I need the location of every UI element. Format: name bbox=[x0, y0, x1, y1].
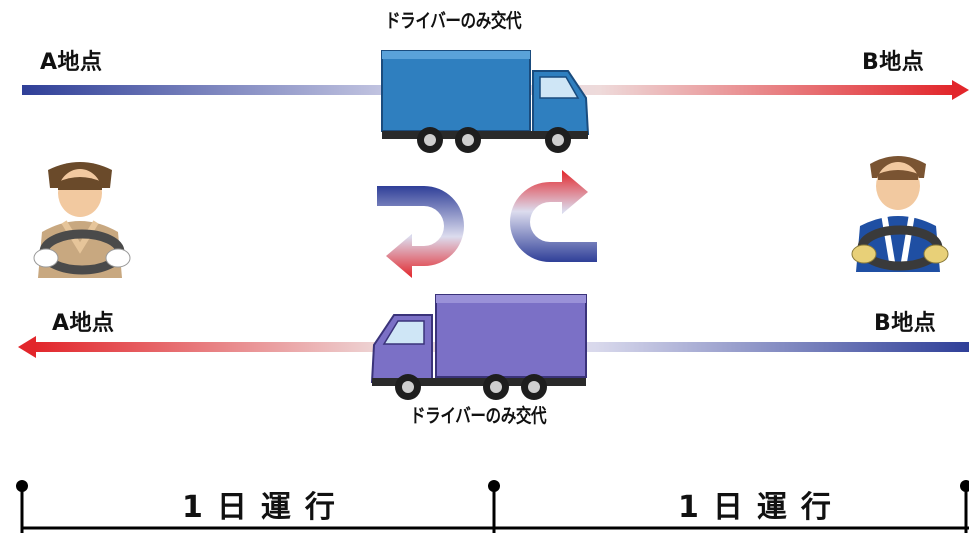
bottom-from-label: B地点 bbox=[874, 311, 937, 336]
timeline-segment-2-label: 1日運行 bbox=[678, 490, 845, 525]
bottom-swap-label: ドライバーのみ交代 bbox=[410, 405, 547, 427]
swap-arrow-up-icon bbox=[510, 170, 597, 262]
top-to-label: B地点 bbox=[862, 50, 925, 75]
timeline-segment-1-label: 1日運行 bbox=[182, 490, 349, 525]
bottom-truck-icon bbox=[370, 294, 587, 400]
top-truck-icon bbox=[381, 50, 590, 153]
bottom-to-label: A地点 bbox=[52, 311, 115, 336]
driver-left-icon bbox=[33, 162, 131, 278]
swap-arrow-down-icon bbox=[377, 186, 464, 278]
driver-right-icon bbox=[851, 156, 949, 272]
top-swap-label: ドライバーのみ交代 bbox=[385, 10, 522, 32]
top-from-label: A地点 bbox=[40, 50, 103, 75]
